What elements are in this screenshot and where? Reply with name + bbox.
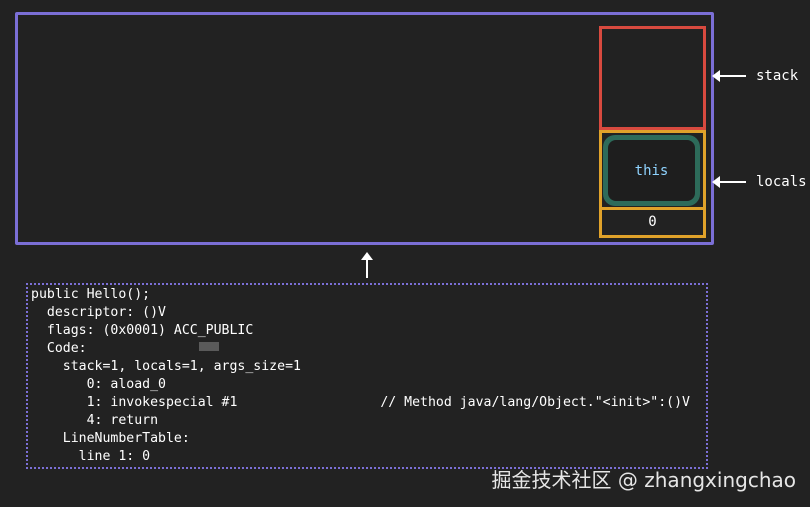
local-slot-value: this — [634, 162, 669, 179]
code-line: 1: invokespecial #1 // Method java/lang/… — [31, 395, 690, 410]
watermark: 掘金技术社区 @ zhangxingchao — [491, 468, 796, 492]
code-line: descriptor: ()V — [31, 305, 166, 320]
stack-label: stack — [756, 68, 799, 84]
locals-label-group: locals — [712, 174, 807, 190]
code-line: 0: aload_0 — [31, 377, 166, 392]
local-slot-index: 0 — [648, 214, 657, 230]
stack-label-group: stack — [712, 68, 799, 84]
code-line: line 1: 0 — [31, 449, 151, 464]
arrow-left-icon — [712, 70, 746, 82]
local-variables-box — [599, 130, 706, 238]
code-line: Code: — [31, 341, 87, 356]
locals-label: locals — [756, 174, 807, 190]
code-line: public Hello(); — [31, 287, 151, 302]
arrow-left-icon — [712, 176, 746, 188]
code-line: flags: (0x0001) ACC_PUBLIC — [31, 323, 254, 338]
code-line: 4: return — [31, 413, 159, 428]
stack-frame-box — [15, 12, 714, 245]
local-slot-this: this — [603, 135, 700, 206]
bytecode-listing-box — [26, 283, 708, 469]
arrow-up-icon — [361, 252, 373, 278]
redaction-mark — [199, 342, 219, 351]
operand-stack-box — [599, 26, 706, 130]
code-line: LineNumberTable: — [31, 431, 190, 446]
code-line: stack=1, locals=1, args_size=1 — [31, 359, 301, 374]
locals-divider — [599, 207, 706, 210]
